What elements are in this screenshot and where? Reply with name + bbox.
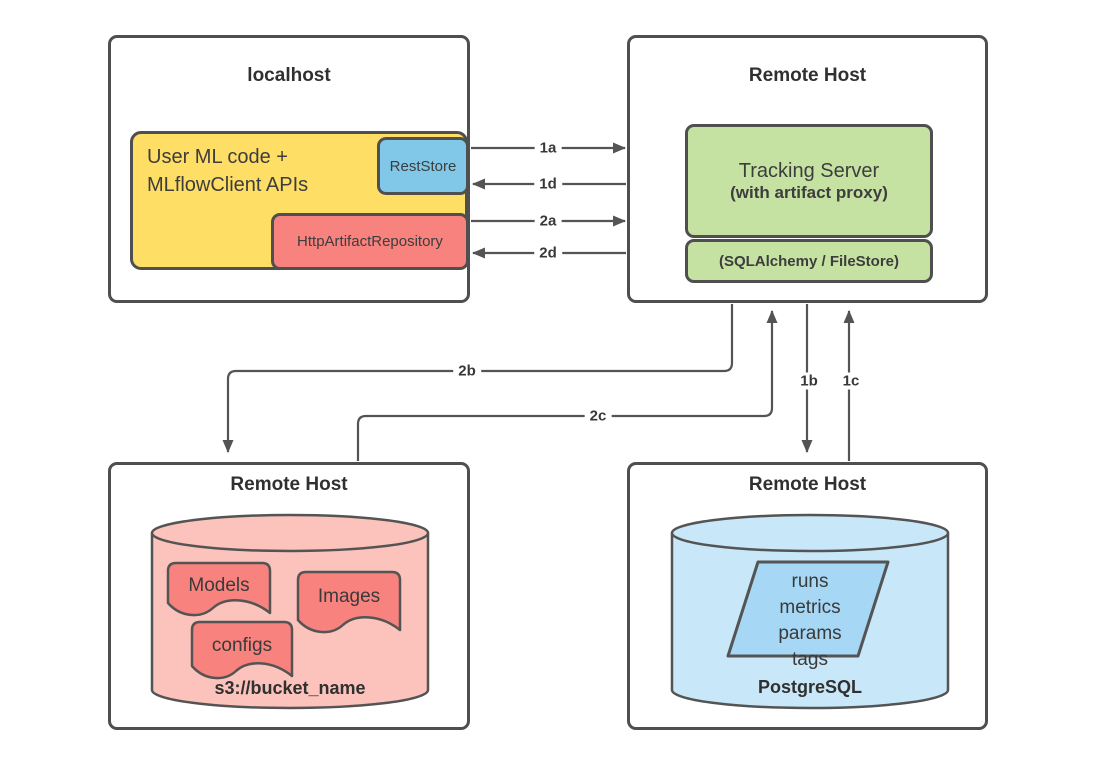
artifact-cylinder-top xyxy=(150,513,430,553)
backend-store-node: (SQLAlchemy / FileStore) xyxy=(685,239,933,283)
tracking-server-line2: (with artifact proxy) xyxy=(730,182,888,202)
configs-document-shape xyxy=(190,620,294,680)
images-document-label: Images xyxy=(317,586,381,607)
edge-label-1d: 1d xyxy=(534,175,562,193)
edge-label-2a: 2a xyxy=(534,212,562,230)
database-host-title: Remote Host xyxy=(748,474,867,495)
table-tags: tags xyxy=(792,649,828,670)
artifact-host-title: Remote Host xyxy=(230,474,348,495)
table-metrics: metrics xyxy=(779,597,841,618)
database-tables-list: runs metrics params tags xyxy=(745,569,875,673)
table-runs: runs xyxy=(791,571,829,592)
tracking-server-line1: Tracking Server xyxy=(738,159,880,182)
rest-store-node: RestStore xyxy=(377,137,469,195)
models-document-label: Models xyxy=(188,575,250,596)
postgresql-label: PostgreSQL xyxy=(757,677,863,697)
edge-label-2d: 2d xyxy=(534,244,562,262)
edge-2c-arrow xyxy=(356,310,778,461)
tables-parallelogram xyxy=(726,560,890,658)
localhost-title: localhost xyxy=(247,65,331,86)
images-document-shape xyxy=(296,570,402,634)
user-ml-code-line2: MLflowClient APIs xyxy=(147,174,309,196)
table-params: params xyxy=(778,623,842,644)
edge-label-1c: 1c xyxy=(837,372,865,390)
http-artifact-repository-node: HttpArtifactRepository xyxy=(271,213,469,270)
models-document-shape xyxy=(166,561,272,617)
s3-bucket-label: s3://bucket_name xyxy=(214,678,366,698)
edge-label-2b: 2b xyxy=(453,362,481,380)
configs-document-label: configs xyxy=(211,635,273,656)
tracking-server-node: Tracking Server (with artifact proxy) xyxy=(685,124,933,238)
user-ml-code-line1: User ML code + xyxy=(147,146,288,168)
edge-label-1b: 1b xyxy=(795,372,823,390)
edge-label-2c: 2c xyxy=(584,407,612,425)
edge-label-1a: 1a xyxy=(534,139,562,157)
tracking-host-title: Remote Host xyxy=(748,65,867,86)
database-cylinder-top xyxy=(670,513,950,553)
